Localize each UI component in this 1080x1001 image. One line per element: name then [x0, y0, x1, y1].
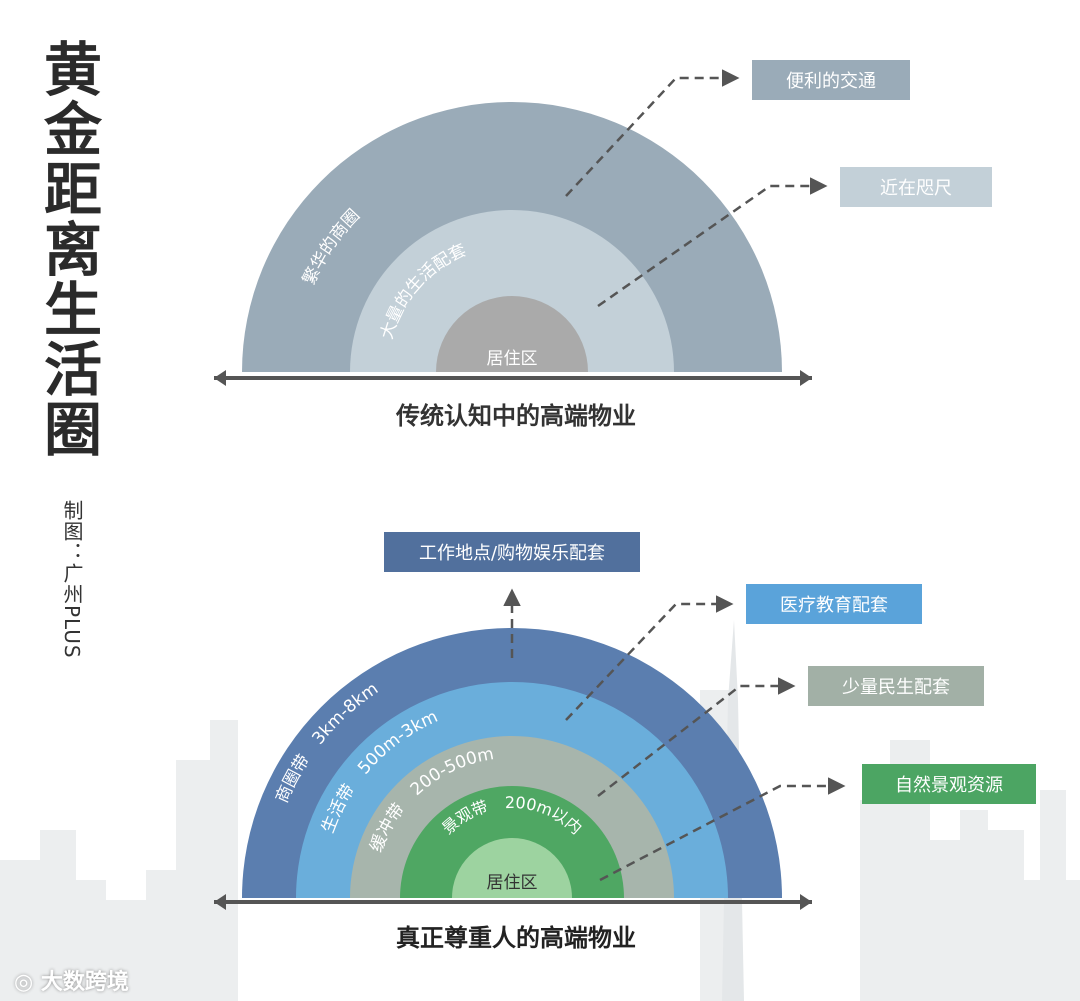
- watermark-text: 大数跨境: [40, 970, 129, 995]
- credit-text: 制图：广州PLUS: [60, 500, 84, 659]
- bottom-caption: 真正尊重人的高端物业: [396, 924, 636, 952]
- skyline-building: [0, 860, 40, 1001]
- skyline-building: [930, 840, 960, 1001]
- skyline-building: [106, 900, 146, 1001]
- bottom-callout-4-box: [862, 764, 1036, 804]
- skyline-building: [76, 880, 106, 1001]
- watermark-logo-icon: ◎: [14, 970, 41, 995]
- bottom-callout-2-box: [746, 584, 922, 624]
- top-ring-inner: [436, 296, 588, 372]
- top-caption: 传统认知中的高端物业: [395, 402, 636, 430]
- skyline-building: [176, 760, 210, 1001]
- top-callout-2-line: [597, 177, 828, 308]
- skyline-building: [146, 870, 176, 1001]
- bottom-axis-right-arrow: [800, 894, 812, 910]
- bottom-callout-3-box: [808, 666, 984, 706]
- skyline-building: [988, 830, 1024, 1001]
- top-diagram: 繁华的商圈 大量的生活配套 居住区 传统认知中的高端物业 便利的交通 近在咫尺: [214, 60, 992, 430]
- skyline-building: [40, 830, 76, 1001]
- bottom-callout-1-text: 工作地点/购物娱乐配套: [419, 543, 605, 564]
- top-ring-inner-label: 居住区: [487, 349, 538, 369]
- top-axis-right-arrow: [800, 370, 812, 386]
- bottom-ring-inner-label: 居住区: [487, 873, 538, 893]
- bottom-callout-3-line: [597, 677, 796, 797]
- bottom-diagram: 商圈带 3km-8km 生活带 500m-3km 缓冲带 200-500m 景观…: [214, 532, 1036, 952]
- skyline-building: [1040, 790, 1066, 1001]
- skyline-building: [960, 810, 988, 1001]
- bottom-callout-2-line: [565, 595, 734, 721]
- bottom-callout-3-text: 少量民生配套: [842, 677, 950, 698]
- watermark: ◎ 大数跨境: [14, 964, 129, 996]
- skyline-building: [860, 800, 890, 1001]
- bottom-callout-1-box: [384, 532, 640, 572]
- top-ring-middle: [350, 210, 674, 372]
- top-callout-1-line: [565, 69, 740, 197]
- top-callout-1-text: 便利的交通: [786, 71, 876, 92]
- top-callout-1-box: [752, 60, 910, 100]
- bottom-callout-4-line: [599, 777, 846, 882]
- bottom-callout-4-text: 自然景观资源: [895, 775, 1003, 796]
- skyline-building: [210, 720, 238, 1001]
- top-callout-2-box: [840, 167, 992, 207]
- top-callout-2-text: 近在咫尺: [880, 178, 952, 199]
- bottom-ring-inner: [452, 838, 572, 898]
- bottom-callout-2-text: 医疗教育配套: [780, 595, 888, 616]
- top-axis-left-arrow: [214, 370, 226, 386]
- main-title: 黄金距离生活圈: [43, 36, 102, 464]
- bottom-axis-left-arrow: [214, 894, 226, 910]
